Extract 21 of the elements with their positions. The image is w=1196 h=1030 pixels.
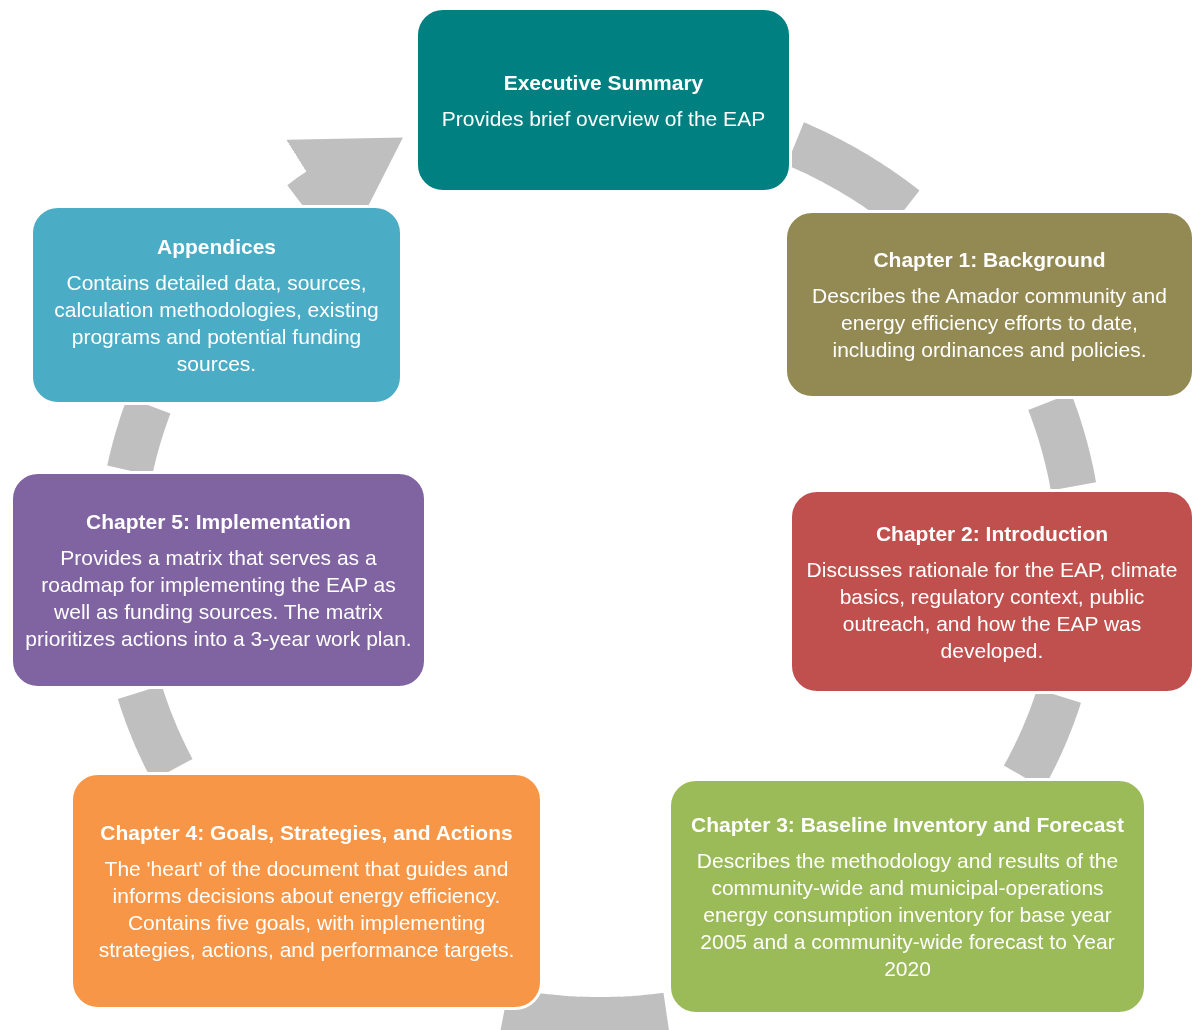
box-heading: Appendices	[157, 234, 276, 260]
chapter-box	[784, 210, 1195, 399]
box-heading: Chapter 1: Background	[873, 247, 1106, 273]
box-description: Contains detailed data, sources, calculation methodologies, existing programs and potential funding sources.	[53, 270, 380, 377]
box-description: Discusses rationale for the EAP, climate basics, regulatory context, public outreach, and how the EAP was developed.	[805, 556, 1179, 664]
chapter-box	[668, 778, 1147, 1015]
box-description: Describes the methodology and results of the community-wide and municipal-operations energy consumption inventory for base year 2005 and a community-wide forecast to Year 2020	[695, 848, 1120, 982]
chapter-box	[415, 7, 792, 193]
chapter-box	[10, 471, 427, 689]
box-heading: Chapter 3: Baseline Inventory and Forecast	[691, 812, 1124, 838]
box-description: The 'heart' of the document that guides and informs decisions about energy efficiency. Contains five goals, with implementing strategies, actions, and performance targets.	[97, 856, 516, 963]
box-description: Provides a matrix that serves as a roadmap for implementing the EAP as well as funding sources. The matrix prioritizes actions into a 3-year work plan.	[25, 545, 412, 652]
chapter-box	[30, 205, 403, 405]
box-description: Describes the Amador community and energy efficiency efforts to date, including ordinances and policies.	[811, 283, 1168, 363]
box-heading: Chapter 5: Implementation	[86, 509, 351, 535]
chapter-box	[789, 489, 1195, 694]
box-heading: Chapter 2: Introduction	[875, 520, 1109, 547]
chapter-box	[70, 772, 543, 1010]
box-heading: Chapter 4: Goals, Strategies, and Actions	[100, 820, 513, 846]
box-heading: Executive Summary	[503, 69, 704, 96]
box-description: Provides brief overview of the EAP	[441, 105, 766, 132]
